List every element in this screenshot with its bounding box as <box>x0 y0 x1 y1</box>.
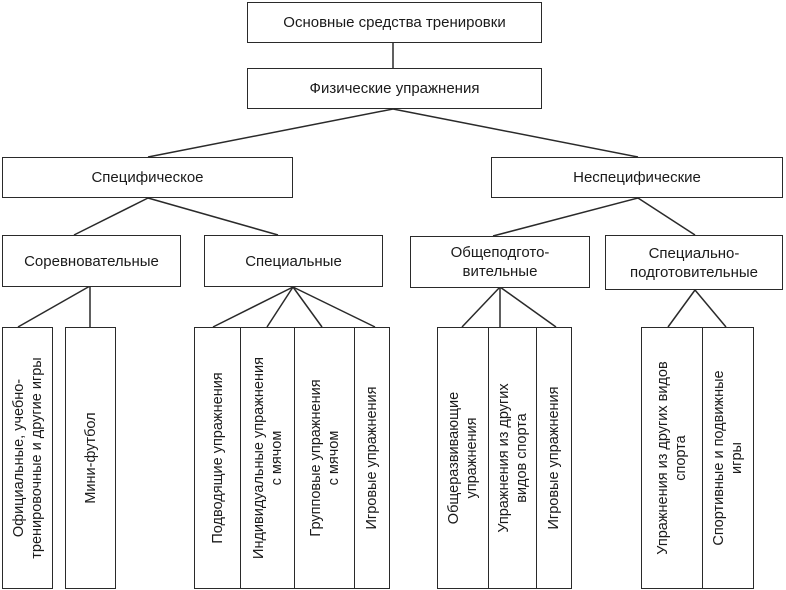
leaf-other-sports-general: Упражнения из других видов спорта <box>487 327 538 589</box>
node-special: Специальные <box>204 235 383 287</box>
connector-special-leaf2 <box>266 286 294 328</box>
leaf-general-development-label: Общеразвивающие упражнения <box>446 391 480 525</box>
connector-general-leaf3 <box>499 286 557 328</box>
leaf-game-exercises-general: Игровые упражнения <box>536 327 572 589</box>
leaf-group-ball-exercises: Групповые упражнения с мячом <box>294 327 355 589</box>
leaf-mini-football-label: Мини-футбол <box>82 412 99 504</box>
node-competitive: Соревновательные <box>2 235 181 287</box>
leaf-other-sports-general-label: Упражнения из других видов спорта <box>495 383 530 533</box>
leaf-individual-ball-exercises: Индивидуальные упражнения с мячом <box>239 327 296 589</box>
node-root: Основные средства тренировки <box>247 2 542 43</box>
leaf-other-sports-special-label: Упражнения из других видов спорта <box>655 361 689 555</box>
leaf-group-ball-exercises-label: Групповые упражнения с мячом <box>307 379 342 537</box>
node-special-prep: Специально- подготовительные <box>605 235 783 290</box>
connector-specific-competitive <box>73 197 149 236</box>
node-root-label: Основные средства тренировки <box>283 14 506 31</box>
connector-specialprep-leaf2 <box>694 289 727 328</box>
connector-special-leaf1 <box>212 286 294 328</box>
connector-competitive-leaf1 <box>17 285 91 328</box>
connector-level1-nonspecific <box>392 108 639 158</box>
connector-special-leaf3 <box>292 286 323 328</box>
connector-specialprep-leaf1 <box>667 289 696 328</box>
connector-nonspecific-specialprep <box>637 197 696 236</box>
node-competitive-label: Соревновательные <box>24 252 159 270</box>
connector-special-leaf4 <box>292 286 376 328</box>
node-specific-label: Специфическое <box>91 169 204 186</box>
leaf-official-games-label: Официальные, учебно- тренировочные и дру… <box>10 357 45 559</box>
leaf-mini-football: Мини-футбол <box>65 327 116 589</box>
connector-level1-specific <box>147 108 394 158</box>
leaf-official-games: Официальные, учебно- тренировочные и дру… <box>2 327 53 589</box>
node-nonspecific-label: Неспецифические <box>573 169 701 186</box>
node-special-prep-label: Специально- подготовительные <box>630 244 758 281</box>
connector-nonspecific-general <box>492 197 639 237</box>
leaf-game-exercises-special-label: Игровые упражнения <box>363 386 380 530</box>
leaf-individual-ball-exercises-label: Индивидуальные упражнения с мячом <box>250 357 285 559</box>
leaf-lead-up-exercises: Подводящие упражнения <box>194 327 241 589</box>
connector-general-leaf1 <box>461 286 501 328</box>
leaf-general-development: Общеразвивающие упражнения <box>437 327 489 589</box>
connector-specific-special <box>147 197 279 236</box>
node-physical-exercises: Физические упражнения <box>247 68 542 109</box>
node-general-prep: Общеподгото- вительные <box>410 236 590 288</box>
leaf-game-exercises-general-label: Игровые упражнения <box>546 386 562 530</box>
leaf-game-exercises-special: Игровые упражнения <box>353 327 390 589</box>
node-general-prep-label: Общеподгото- вительные <box>450 244 550 280</box>
leaf-sport-mobile-games: Спортивные и подвижные игры <box>701 327 754 589</box>
node-physical-exercises-label: Физические упражнения <box>309 80 480 97</box>
leaf-sport-mobile-games-label: Спортивные и подвижные игры <box>710 370 745 546</box>
node-special-label: Специальные <box>245 252 342 270</box>
leaf-other-sports-special: Упражнения из других видов спорта <box>641 327 703 589</box>
leaf-lead-up-exercises-label: Подводящие упражнения <box>209 372 226 544</box>
node-specific: Специфическое <box>2 157 293 198</box>
node-nonspecific: Неспецифические <box>491 157 783 198</box>
